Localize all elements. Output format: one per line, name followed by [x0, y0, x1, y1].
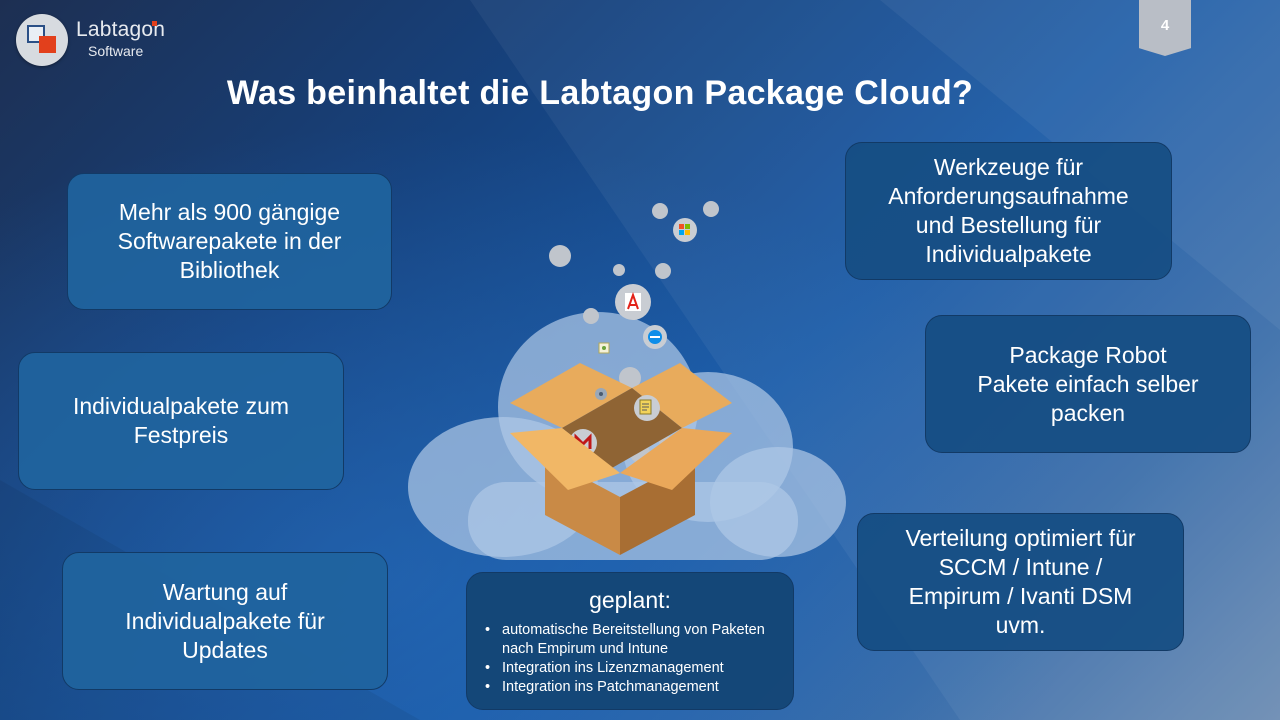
box-fixed-price-line: Festpreis [133, 422, 229, 448]
page-number: 4 [1160, 17, 1170, 34]
bubble [619, 367, 641, 389]
box-tools-line: Individualpakete [925, 241, 1092, 267]
box-package-robot: Package Robot Pakete einfach selber pack… [925, 315, 1251, 453]
planned-box: geplant: automatische Bereitstellung von… [466, 572, 794, 710]
box-tools-line: und Bestellung für [915, 212, 1102, 238]
logo-dot [152, 21, 157, 26]
box-fixed-price: Individualpakete zum Festpreis [18, 352, 344, 490]
bubble [655, 263, 671, 279]
bubble [549, 245, 571, 267]
adobe-logo-icon [615, 284, 651, 320]
planned-item: Integration ins Lizenzmanagement [485, 659, 782, 678]
box-fixed-price-line: Individualpakete zum [72, 393, 290, 419]
company-logo: Labtagon Software [16, 14, 176, 66]
package-box-illustration [510, 201, 732, 555]
box-tools-line: Anforderungsaufnahme [888, 183, 1129, 209]
box-library-line: Mehr als 900 gängige [118, 199, 341, 225]
bubble [703, 201, 719, 217]
box-package-robot-line: Pakete einfach selber [977, 370, 1199, 397]
bubble [652, 203, 668, 219]
box-distribution-line: uvm. [995, 612, 1046, 638]
box-maintenance-line: Wartung auf [162, 578, 288, 605]
box-distribution-line: Empirum / Ivanti DSM [908, 583, 1133, 609]
planned-item: Integration ins Patchmanagement [485, 678, 782, 697]
logo-name: Labtagon [76, 18, 166, 41]
box-tools: Werkzeuge für Anforderungsaufnahme und B… [845, 142, 1172, 280]
box-maintenance-line: Updates [182, 636, 268, 663]
planned-item: automatische Bereitstellung von Paketen … [485, 621, 782, 659]
box-distribution-line: SCCM / Intune / [938, 554, 1103, 580]
teamviewer-logo-icon [643, 325, 667, 349]
box-tools-line: Werkzeuge für [933, 154, 1084, 180]
slide-title: Was beinhaltet die Labtagon Package Clou… [226, 74, 974, 112]
box-maintenance: Wartung auf Individualpakete für Updates [62, 552, 388, 690]
bubble [613, 264, 625, 276]
box-package-robot-line: Package Robot [1009, 341, 1167, 368]
logo-mark-icon [16, 14, 68, 66]
app-icon [598, 342, 610, 354]
box-distribution-line: Verteilung optimiert für [905, 525, 1136, 551]
logo-subtitle: Software [88, 43, 144, 59]
page-number-badge: 4 [1139, 0, 1191, 56]
notepad-icon [634, 395, 660, 421]
box-library-line: Bibliothek [179, 257, 280, 283]
box-library: Mehr als 900 gängige Softwarepakete in d… [67, 173, 392, 310]
box-maintenance-line: Individualpakete für [125, 607, 325, 634]
disk-icon [595, 388, 607, 400]
planned-title: geplant: [589, 587, 671, 613]
planned-list: automatische Bereitstellung von Paketen … [485, 621, 782, 697]
box-package-robot-line: packen [1050, 399, 1126, 426]
bubble [583, 308, 599, 324]
box-distribution: Verteilung optimiert für SCCM / Intune /… [857, 513, 1184, 651]
box-library-line: Softwarepakete in der [117, 228, 342, 254]
microsoft-logo-icon [673, 218, 697, 242]
